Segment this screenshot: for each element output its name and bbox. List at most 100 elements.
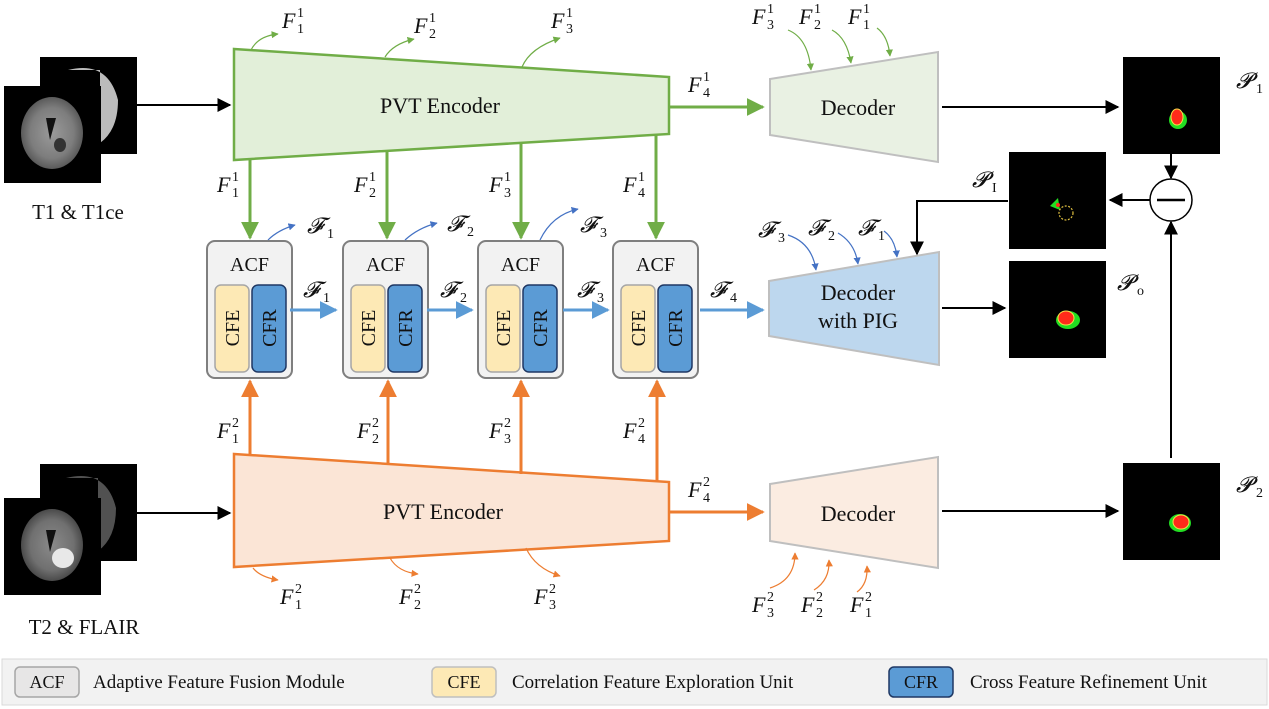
cfe-unit — [214, 284, 250, 373]
label-p2-base: 𝓟 — [1236, 473, 1258, 498]
skip-arrow-top-1 — [250, 31, 279, 51]
label-skip-top-1-sub: 1 — [297, 22, 304, 37]
dec-bottom-input-2 — [813, 559, 833, 591]
label-pi-sub: I — [992, 181, 997, 196]
label-skip-bottom-3-sub: 3 — [549, 598, 556, 613]
label-dec-top-in-1-sup: 1 — [767, 2, 774, 17]
pig-decoder-label-1: Decoder — [821, 280, 896, 305]
cfe-unit — [350, 284, 386, 373]
cfe-label: CFE — [222, 310, 244, 347]
label-enc-bottom-acf-2-base: F — [356, 418, 371, 443]
label-skip-bottom-3-base: F — [533, 584, 548, 609]
label-po-sub: o — [1137, 284, 1144, 299]
skip-arrow-top-2 — [384, 37, 415, 58]
acf-skip-arrow-1 — [267, 223, 296, 241]
cfe-label: CFE — [628, 310, 650, 347]
bottom-pvt-encoder — [232, 452, 671, 569]
label-f4-top-sub: 4 — [703, 86, 710, 101]
dec-bottom-input-3 — [769, 552, 799, 589]
legend-abbr: CFR — [904, 672, 938, 692]
cfr-unit — [387, 284, 423, 373]
label-dec-top-in-3-sub: 1 — [863, 18, 870, 33]
label-acf-chain-2-sub: 2 — [460, 291, 467, 306]
pi-feedback-arrow — [910, 200, 1008, 256]
cfe-unit — [620, 284, 656, 373]
label-enc-bottom-acf-4-sup: 2 — [638, 416, 645, 431]
label-p2-sub: 2 — [1256, 486, 1263, 501]
prediction-p2 — [1123, 463, 1220, 560]
label-dec-bottom-in-3-base: F — [849, 592, 864, 617]
label-dec-top-in-1-sub: 3 — [767, 18, 774, 33]
dec-mid-input-3 — [787, 234, 819, 271]
dec-top-input-1 — [876, 27, 893, 57]
prediction-po — [1009, 261, 1106, 358]
label-enc-top-acf-1-base: F — [216, 172, 231, 197]
label-enc-bottom-acf-3-base: F — [488, 418, 503, 443]
label-dec-bottom-in-1-sub: 3 — [767, 606, 774, 621]
label-enc-top-acf-1-sub: 1 — [232, 186, 239, 201]
label-enc-top-acf-3-sup: 1 — [504, 170, 511, 185]
label-enc-top-acf-3-base: F — [488, 172, 503, 197]
legend-swatch — [14, 666, 80, 698]
dec-mid-input-2 — [837, 232, 861, 265]
input-image-t1-t1ce — [4, 57, 137, 183]
input-label-bottom: T2 & FLAIR — [29, 615, 140, 639]
label-enc-bottom-acf-1-sub: 1 — [232, 432, 239, 447]
label-enc-bottom-acf-4-sub: 4 — [638, 432, 645, 447]
label-skip-bottom-3-sup: 2 — [549, 582, 556, 597]
bottom-decoder — [769, 455, 939, 570]
label-skip-bottom-1-sup: 2 — [295, 582, 302, 597]
label-acf-skip-3-sub: 3 — [600, 226, 607, 241]
label-acf-skip-1-sub: 1 — [327, 227, 334, 242]
label-dec-mid-in-2-sub: 2 — [828, 229, 835, 244]
label-enc-bottom-acf-3-sub: 3 — [504, 432, 511, 447]
skip-arrow-bottom-2 — [389, 557, 419, 577]
label-p1-sub: 1 — [1256, 82, 1263, 97]
top-pvt-encoder — [232, 47, 671, 162]
acf-title: ACF — [636, 254, 675, 276]
label-dec-mid-in-3-sub: 1 — [878, 229, 885, 244]
label-dec-bottom-in-3-sub: 1 — [865, 606, 872, 621]
prediction-p1 — [1123, 57, 1220, 154]
decoder-with-pig — [768, 250, 940, 367]
label-f4-top-sup: 1 — [703, 70, 710, 85]
label-enc-bottom-acf-1-base: F — [216, 418, 231, 443]
top-decoder-label: Decoder — [821, 95, 896, 120]
cfr-unit — [251, 284, 287, 373]
label-enc-top-acf-4-sup: 1 — [638, 170, 645, 185]
legend-swatch — [431, 666, 497, 698]
label-skip-top-2-sub: 2 — [429, 27, 436, 42]
acf-skip-arrow-2 — [404, 221, 438, 241]
label-dec-bottom-in-2-base: F — [800, 592, 815, 617]
dec-top-input-3 — [787, 29, 814, 71]
top-encoder-label: PVT Encoder — [380, 93, 501, 118]
label-po-base: 𝓟 — [1117, 271, 1139, 296]
legend-text: Correlation Feature Exploration Unit — [512, 672, 794, 693]
